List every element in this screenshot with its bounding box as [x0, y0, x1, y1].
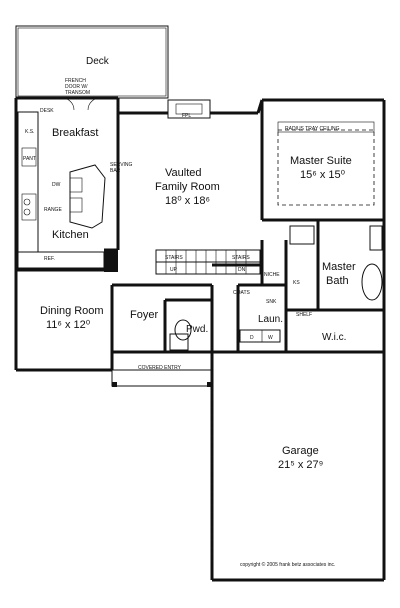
ref-label: REF.	[44, 256, 55, 262]
fireplace: FPL	[167, 99, 211, 119]
family-room-size: 18⁰ x 18⁶	[165, 195, 210, 207]
dryer-label: D	[250, 335, 254, 341]
sink-label: SNK	[266, 299, 277, 305]
range-label: RANGE	[44, 207, 62, 213]
powder-room-label: Pwd.	[186, 324, 208, 335]
serving-bar-label-2: BAR	[110, 168, 121, 174]
family-room-label-2: Family Room	[155, 181, 220, 193]
pantry-label: PANT	[23, 156, 36, 162]
covered-entry-label: COVERED ENTRY	[138, 365, 182, 371]
master-suite-label: Master Suite	[290, 155, 352, 167]
garage-size: 21⁵ x 27⁹	[278, 459, 323, 471]
breakfast-label: Breakfast	[52, 127, 98, 139]
laundry-label: Laun.	[258, 314, 283, 325]
exterior-walls	[14, 96, 386, 372]
kitchen-counters	[17, 111, 106, 269]
ks-label: K.S.	[25, 129, 34, 135]
bath-fixtures	[169, 225, 383, 351]
foyer-label: Foyer	[130, 309, 158, 321]
fireplace-label: FPL	[182, 113, 191, 119]
interior-walls	[16, 100, 384, 352]
stairs-up-label-1: STAIRS	[165, 255, 183, 261]
french-door	[61, 97, 101, 111]
garage-label: Garage	[282, 445, 319, 457]
family-room-label-1: Vaulted	[165, 167, 202, 179]
washer-label: W	[268, 335, 273, 341]
coats-label: COATS	[233, 290, 251, 296]
tray-ceiling-label: RADIUS TRAY CEILING	[285, 126, 340, 132]
kitchen-label: Kitchen	[52, 229, 89, 241]
copyright-text: copyright © 2005 frank betz associates i…	[240, 561, 335, 568]
stairs	[155, 249, 261, 275]
french-door-label-2: DOOR W/	[65, 84, 88, 90]
stairs-down-label-1: STAIRS	[232, 255, 250, 261]
french-door-label-1: FRENCH	[65, 78, 86, 84]
french-door-label-3: TRANSOM	[65, 90, 90, 96]
shelf-label: SHELF	[296, 312, 312, 318]
dishwasher-label: DW	[52, 182, 61, 188]
covered-entry	[111, 369, 213, 387]
wic-label: W.i.c.	[322, 332, 346, 343]
desk-label: DESK	[40, 108, 54, 114]
stairs-up-label-2: UP	[170, 267, 178, 273]
stairs-down-label-2: DN	[238, 267, 246, 273]
master-suite-size: 15⁶ x 15⁰	[300, 169, 346, 181]
niche-label: NICHE	[264, 272, 280, 278]
master-bath-label-2: Bath	[326, 275, 349, 287]
garage-walls	[210, 352, 386, 582]
master-bath-label-1: Master	[322, 261, 356, 273]
deck-label: Deck	[86, 56, 110, 67]
serving-bar-label-1: SERVING	[110, 162, 133, 168]
dining-room-size: 11⁶ x 12⁰	[46, 319, 91, 331]
dining-room-label: Dining Room	[40, 305, 104, 317]
ks2-label: KS	[293, 280, 300, 286]
